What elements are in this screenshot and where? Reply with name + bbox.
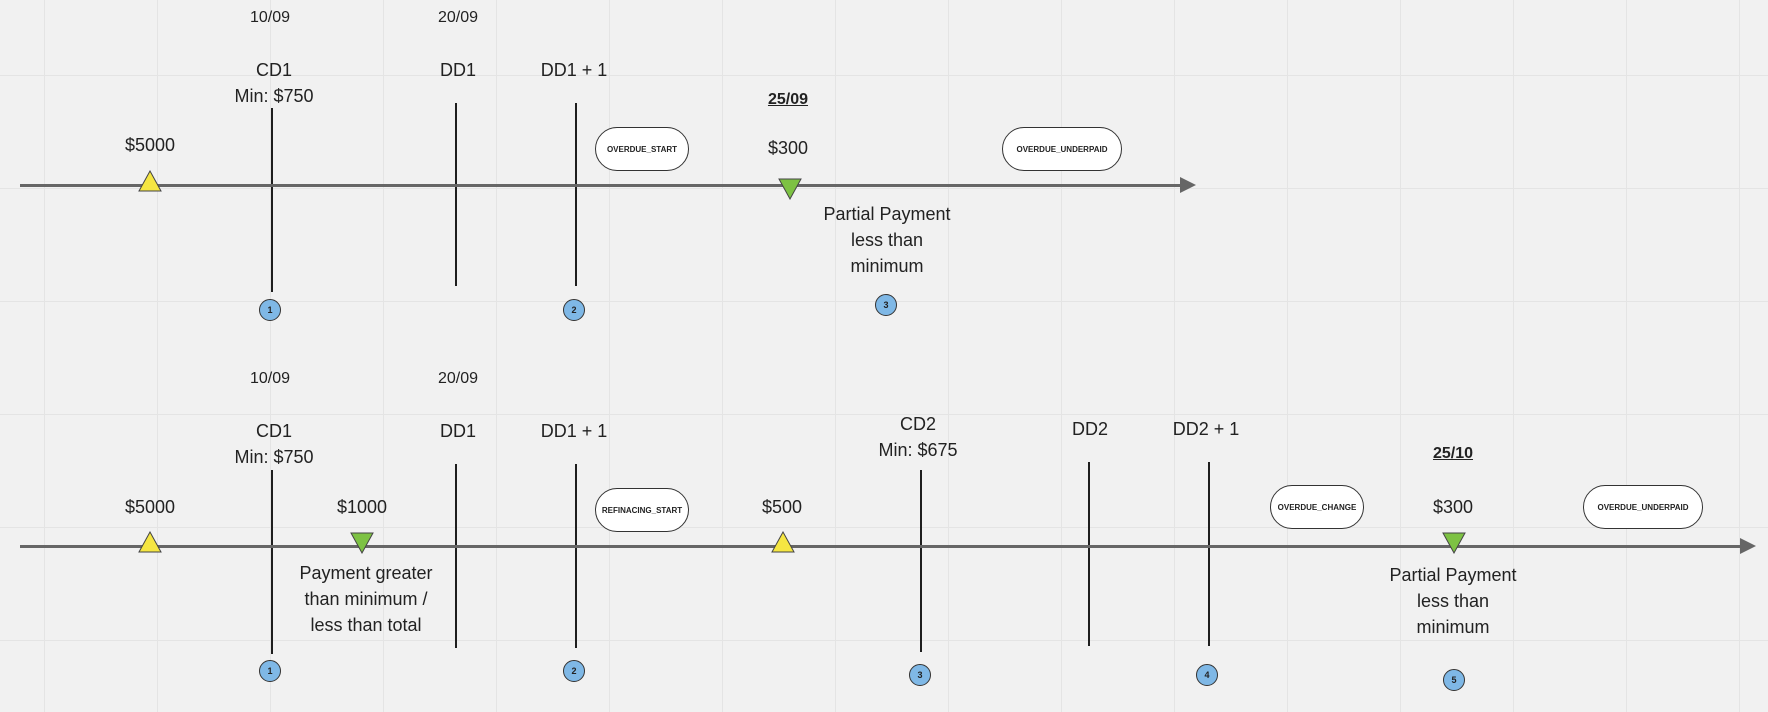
dd2-marker-line (1088, 462, 1090, 646)
payment1-note: Payment greater than minimum / less than… (299, 563, 433, 635)
dd2-plus1-label: DD2 + 1 (1172, 419, 1240, 439)
step-badge-2: 2 (563, 299, 585, 321)
cd1-marker-line (271, 108, 273, 292)
overdue-start-tag: OVERDUE_START (595, 127, 689, 171)
charge-up-triangle-icon (138, 170, 162, 192)
dd1-date: 20/09 (437, 370, 479, 387)
axis-arrowhead-icon (1740, 538, 1756, 554)
step-badge-3: 3 (875, 294, 897, 316)
refinancing-start-tag: REFINACING_START (595, 488, 689, 532)
dd1-marker-line (455, 464, 457, 648)
overdue-underpaid-tag: OVERDUE_UNDERPAID (1583, 485, 1703, 529)
payment-date: 25/10 (1432, 445, 1474, 462)
cd1-marker-line (271, 470, 273, 654)
timeline-axis (20, 184, 1182, 187)
step-badge-5: 5 (1443, 669, 1465, 691)
payment-down-triangle-icon (778, 178, 802, 200)
overdue-change-tag: OVERDUE_CHANGE (1270, 485, 1364, 529)
cd1-label: CD1 (255, 60, 292, 80)
payment-down-triangle-icon (350, 532, 374, 554)
axis-arrowhead-icon (1180, 177, 1196, 193)
charge-up-triangle-icon (138, 531, 162, 553)
payment-amount: $300 (1432, 497, 1474, 517)
cd1-date: 10/09 (249, 9, 291, 26)
dd1-date: 20/09 (437, 9, 479, 26)
step-badge-3: 3 (909, 664, 931, 686)
payment-note: Partial Payment less than minimum (1389, 565, 1517, 637)
cd2-marker-line (920, 470, 922, 652)
payment-date: 25/09 (767, 91, 809, 108)
cd1-label: CD1 (255, 421, 292, 441)
dd1-label: DD1 (439, 60, 476, 80)
payment1-amount: $1000 (336, 497, 388, 517)
step-badge-1: 1 (259, 660, 281, 682)
dd2-plus1-marker-line (1208, 462, 1210, 646)
refinance-up-triangle-icon (771, 531, 795, 553)
cd2-min-label: Min: $675 (878, 440, 958, 460)
overdue-underpaid-tag: OVERDUE_UNDERPAID (1002, 127, 1122, 171)
step-badge-4: 4 (1196, 664, 1218, 686)
refinance-amount: $500 (761, 497, 803, 517)
step-badge-1: 1 (259, 299, 281, 321)
cd1-min-label: Min: $750 (234, 447, 314, 467)
payment-amount: $300 (767, 138, 809, 158)
dd1-label: DD1 (439, 421, 476, 441)
timeline-axis (20, 545, 1742, 548)
cd1-date: 10/09 (249, 370, 291, 387)
cd1-min-label: Min: $750 (234, 86, 314, 106)
dd1-plus1-marker-line (575, 464, 577, 648)
opening-amount: $5000 (124, 135, 176, 155)
dd1-marker-line (455, 103, 457, 286)
dd2-label: DD2 (1071, 419, 1108, 439)
dd1-plus1-label: DD1 + 1 (540, 60, 608, 80)
opening-amount: $5000 (124, 497, 176, 517)
dd1-plus1-label: DD1 + 1 (540, 421, 608, 441)
payment-note: Partial Payment less than minimum (823, 204, 951, 276)
cd2-label: CD2 (899, 414, 936, 434)
step-badge-2: 2 (563, 660, 585, 682)
payment-down-triangle-icon (1442, 532, 1466, 554)
dd1-plus1-marker-line (575, 103, 577, 286)
